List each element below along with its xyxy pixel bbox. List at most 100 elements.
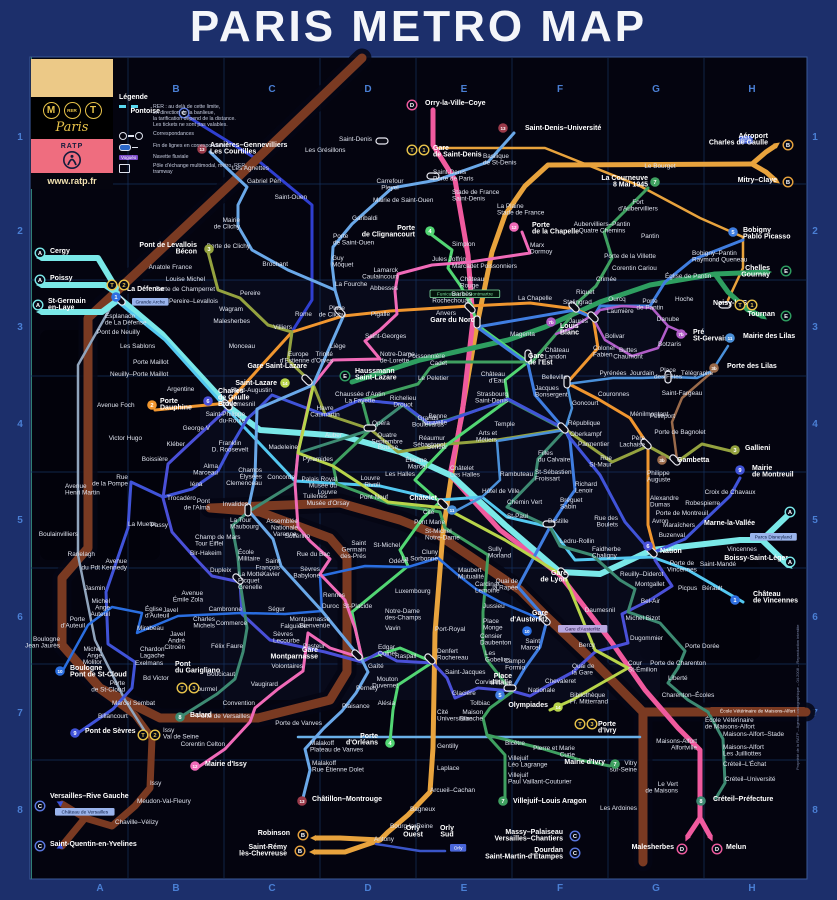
station-label: Saint-Denis–Université	[525, 125, 601, 132]
station-label: Porte de Champerret	[155, 286, 215, 293]
terminus-arrow	[309, 849, 315, 855]
station-label: Magenta	[510, 331, 535, 338]
rer-badge	[569, 847, 581, 859]
station-label: Trocadéro	[167, 495, 196, 502]
station-label: Dupleix	[210, 567, 232, 574]
copyright-text: Propriété de la RATP – Agence cartograph…	[795, 624, 800, 770]
grid-row-label-right: 1	[812, 132, 818, 143]
badge-label: 1	[114, 295, 118, 301]
station-label: Bercy	[579, 642, 596, 649]
line-badge	[509, 222, 519, 232]
station-label: Iéna	[190, 481, 203, 488]
station-label: Laumière	[607, 308, 634, 315]
line-badge	[203, 396, 213, 406]
badge-label: 1	[750, 303, 754, 309]
grid-col-label-bottom: F	[557, 883, 563, 894]
tram-badge	[586, 718, 598, 730]
interchange-hub	[557, 422, 569, 434]
line-badge	[657, 455, 667, 465]
station-label: Nationale	[528, 687, 555, 694]
grid-col-label-bottom: E	[461, 883, 468, 894]
station-label: Jussieu	[483, 603, 505, 610]
station-label: Mirabeau	[137, 625, 164, 632]
legend-rer-line1: RER : au delà de cette limite,	[153, 104, 221, 110]
station-label: Créteil–L'Échat	[723, 759, 766, 768]
legend-text: Légende RER : au delà de cette limite, e…	[119, 94, 261, 178]
station-label: Les Halles	[385, 471, 415, 478]
station-label: Victor Hugo	[109, 435, 143, 442]
station-label: République	[568, 420, 601, 427]
badge-label: 6	[206, 399, 210, 405]
badge-label: T	[410, 148, 414, 154]
station-label: Varenne	[273, 531, 297, 538]
station-label: Pereire–Levallois	[169, 298, 218, 305]
badge-label: 7	[501, 799, 504, 805]
rer-badge	[178, 107, 190, 119]
line-badge	[447, 505, 457, 515]
station-label: Europe	[288, 351, 309, 358]
vogueo-chip: Voguéo	[119, 155, 139, 160]
station-label: La Muette	[128, 521, 157, 528]
metro-line-rer-b-mitry	[749, 161, 778, 183]
metro-line-rer-a-stg	[39, 297, 121, 315]
badge-label: C	[38, 804, 43, 810]
station-label: Dugommier	[630, 635, 664, 642]
badge-label: T	[180, 686, 184, 692]
station-label: Concorde	[267, 474, 295, 481]
map-tag	[429, 289, 501, 298]
station-label: Porte Dorée	[685, 643, 720, 650]
rer-badge	[782, 176, 794, 188]
station-label: Marcadet Poissonniers	[452, 263, 517, 270]
line-badge	[650, 177, 660, 187]
line-badge	[498, 123, 508, 133]
grid-row-label-left: 4	[17, 419, 23, 430]
station-label: Miromesnil	[224, 401, 255, 408]
station-label: Châtillon–Montrouge	[312, 796, 382, 803]
station-label: Javel	[163, 607, 178, 614]
ratp-block: RATP	[31, 139, 113, 173]
badge-label: B	[301, 833, 305, 839]
badge-label: 13	[299, 799, 305, 804]
badge-label: B	[298, 849, 302, 855]
metro-line-m13-stdenis	[330, 131, 516, 292]
badge-label: 4	[388, 741, 392, 747]
badge-label: T	[578, 722, 582, 728]
station-label: Rambuteau	[500, 471, 533, 478]
rer-badge	[676, 843, 688, 855]
station-label: Issy	[150, 780, 162, 787]
map-tag	[450, 844, 467, 852]
station-label: Pasteur	[303, 643, 326, 650]
station-label: Tuileries	[303, 493, 327, 500]
terminus-arrow	[773, 177, 780, 184]
tram-badge	[746, 299, 758, 311]
badge-label: 11	[728, 336, 733, 341]
grid-row-label-right: 8	[812, 805, 818, 816]
station-label: Porte de Clichy	[207, 243, 251, 250]
station-label: Gambetta	[677, 457, 709, 464]
station-label: Hôtel de Ville	[482, 488, 520, 495]
station-label: Avenue Foch	[97, 402, 135, 409]
station-label: Auber	[325, 432, 343, 439]
legend-correspondances: Correspondances	[153, 131, 194, 137]
station-label: Saint-Mandé	[700, 561, 737, 568]
station-label: Gallieni	[745, 445, 770, 452]
